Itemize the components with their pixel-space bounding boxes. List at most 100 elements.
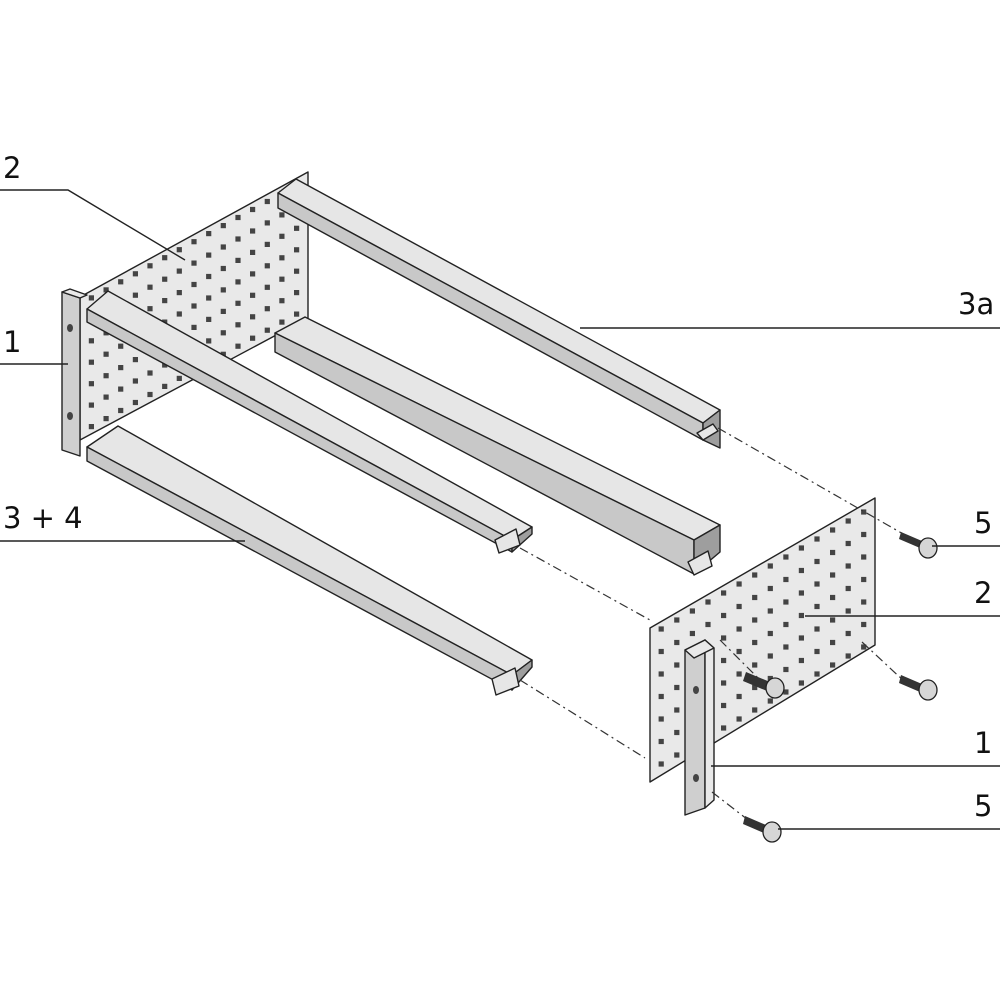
perforation-hole (814, 581, 820, 587)
perforation-hole (220, 330, 226, 336)
perforation-hole (861, 621, 867, 628)
perforation-hole (88, 424, 94, 430)
perforation-hole (279, 212, 285, 218)
perforation-hole (206, 316, 212, 322)
perforation-hole (191, 324, 197, 330)
perforation-hole (752, 684, 758, 691)
perforation-hole (176, 311, 182, 317)
perforation-hole (767, 630, 773, 637)
perforation-hole (721, 590, 727, 596)
perforation-hole (206, 273, 212, 280)
perforation-hole (235, 322, 241, 328)
perforation-hole (118, 279, 124, 285)
perforation-hole (674, 684, 680, 691)
perforation-hole (689, 608, 695, 614)
perforation-hole (118, 343, 124, 349)
perforation-hole (162, 255, 168, 261)
perforation-hole (658, 693, 664, 700)
perforation-hole (103, 394, 109, 400)
perforation-hole (264, 241, 270, 247)
perforation-hole (294, 247, 300, 253)
perforation-hole (162, 362, 168, 368)
perforation-hole (294, 290, 300, 296)
perforation-hole (191, 303, 197, 309)
perforation-hole (132, 378, 138, 384)
perforation-hole (264, 327, 270, 333)
perforation-hole (220, 351, 226, 357)
perforation-hole (162, 276, 168, 282)
perforation-hole (814, 603, 820, 610)
perforation-hole (250, 271, 256, 277)
perforation-hole (162, 298, 168, 304)
perforation-hole (845, 540, 851, 547)
perforation-hole (845, 653, 851, 659)
perforation-hole (191, 260, 197, 266)
perforation-hole (235, 236, 241, 242)
perforation-hole (250, 335, 256, 341)
perforation-hole (264, 263, 270, 269)
perforation-hole (103, 373, 109, 379)
perforation-hole (162, 383, 168, 389)
perforation-hole (176, 247, 182, 253)
perforation-hole (147, 284, 153, 290)
perforation-hole (206, 231, 212, 237)
perforation-hole (103, 416, 109, 422)
perforation-hole (736, 581, 742, 587)
perforation-hole (220, 308, 226, 314)
perforation-hole (674, 617, 680, 623)
label-side-panel-front: 2 (974, 576, 992, 610)
perforation-hole (674, 639, 680, 646)
perforation-hole (767, 585, 773, 592)
screw-upper (899, 532, 938, 559)
perforation-hole (736, 671, 742, 677)
perforation-hole (736, 648, 742, 655)
perforation-hole (132, 399, 138, 406)
perforation-hole (861, 599, 867, 605)
perforation-hole (783, 554, 789, 560)
perforation-hole (250, 206, 256, 213)
perforation-hole (705, 599, 711, 605)
perforation-hole (132, 357, 138, 363)
perforation-hole (235, 257, 241, 263)
perforation-hole (736, 603, 742, 610)
perforation-hole (798, 590, 804, 596)
perforation-hole (861, 531, 867, 538)
perforation-hole (845, 563, 851, 569)
label-screw-upper: 5 (974, 506, 992, 540)
perforation-hole (830, 527, 836, 533)
perforation-hole (736, 626, 742, 632)
perforation-hole (674, 707, 680, 713)
perforation-hole (783, 644, 789, 650)
perforation-hole (752, 662, 758, 668)
perforation-hole (783, 599, 789, 605)
perforation-hole (798, 567, 804, 574)
perforation-hole (830, 617, 836, 623)
perforation-hole (206, 252, 212, 258)
perforation-hole (830, 549, 836, 556)
perforation-hole (220, 223, 226, 229)
perforation-hole (752, 617, 758, 623)
perforation-hole (658, 738, 664, 745)
rail-rear-bottom (274, 316, 721, 576)
perforation-hole (132, 292, 138, 298)
leader-lines (0, 189, 1000, 830)
perforation-hole (814, 671, 820, 677)
perforation-hole (132, 271, 138, 277)
perforation-hole (88, 295, 94, 301)
perforation-hole (250, 228, 256, 234)
label-horizontal-rail-rear: 3a (958, 287, 994, 321)
perforation-hole (721, 702, 727, 709)
perforation-hole (814, 536, 820, 542)
perforation-hole (103, 287, 109, 293)
perforation-hole (658, 626, 664, 632)
perforation-hole (147, 263, 153, 269)
perforation-hole (705, 621, 711, 628)
perforation-hole (118, 365, 124, 371)
perforation-hole (658, 648, 664, 655)
perforation-hole (279, 233, 285, 239)
perforation-hole (147, 391, 153, 398)
label-front-panel-left: 1 (3, 325, 21, 359)
perforation-hole (783, 621, 789, 628)
perforation-hole (767, 608, 773, 614)
perforation-hole (279, 298, 285, 304)
